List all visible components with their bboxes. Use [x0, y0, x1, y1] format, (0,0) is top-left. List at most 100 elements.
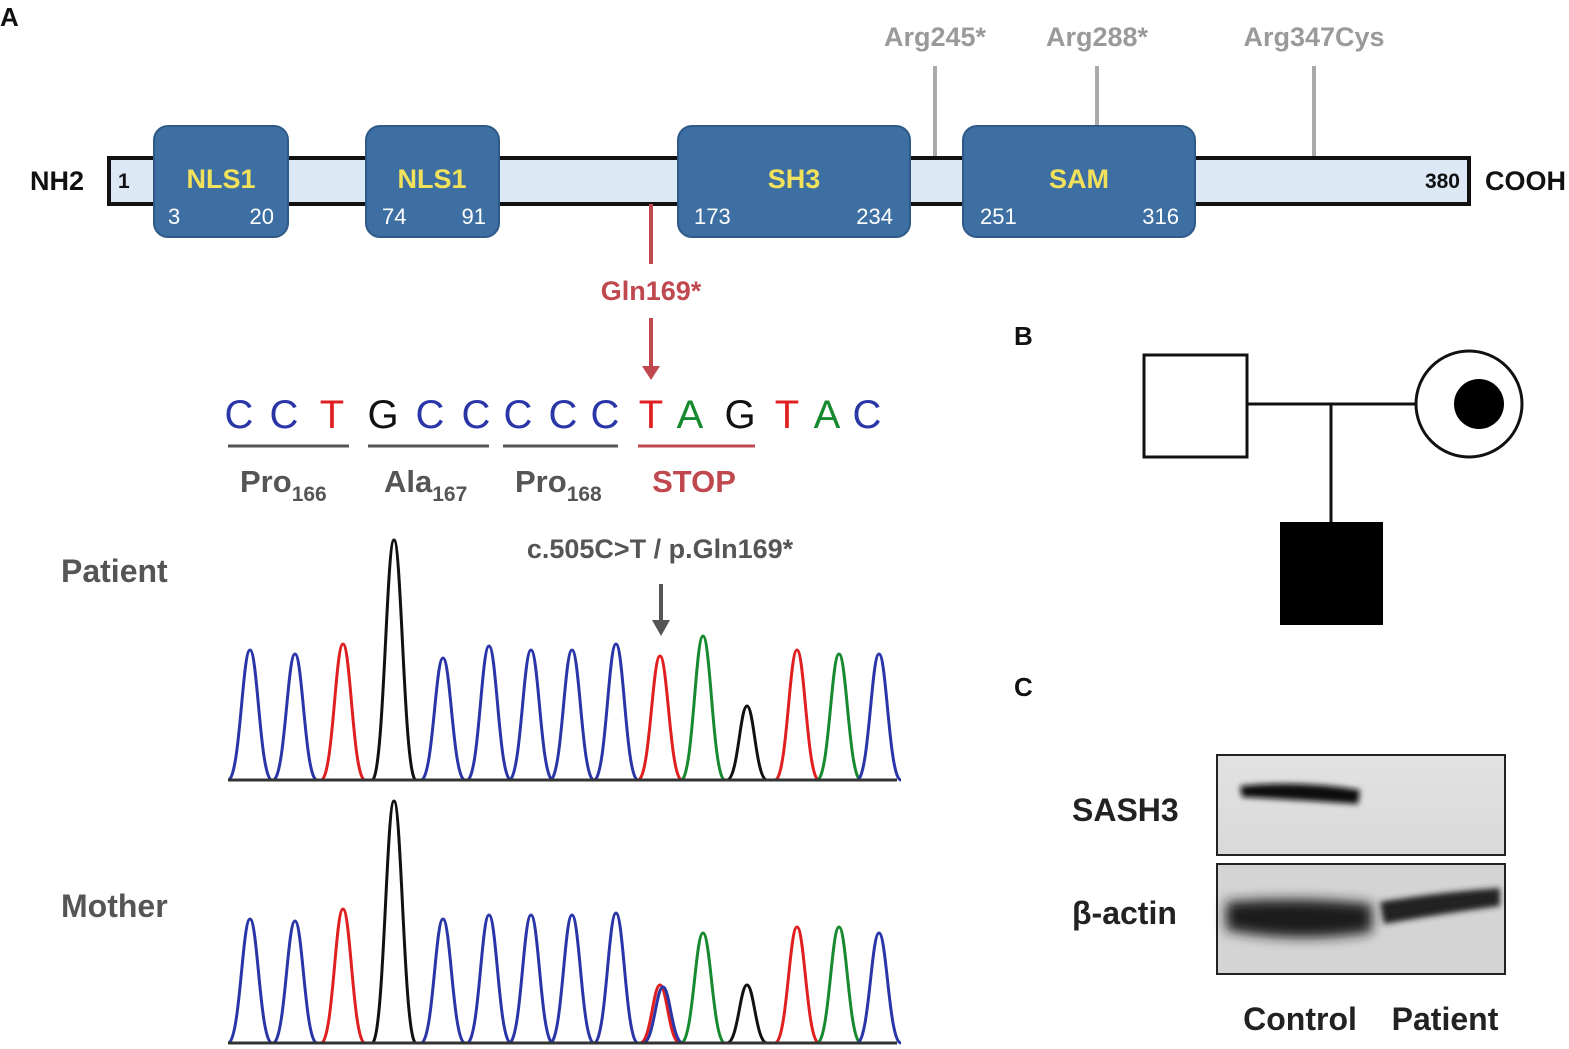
c-terminus-label: COOH: [1485, 166, 1566, 196]
patient-peak: [226, 648, 274, 782]
mother-peak: [548, 913, 596, 1045]
codon-label-pro168: Pro168: [515, 464, 602, 506]
band-sash3-control: [1240, 783, 1360, 804]
mother-chromatogram: [226, 799, 903, 1045]
blot-panel-sash3: [1216, 754, 1506, 856]
sequence-base: T: [320, 393, 344, 437]
mother-peak: [773, 925, 821, 1045]
patient-variant-label: Gln169*: [601, 276, 702, 306]
mother-peak: [639, 983, 681, 1045]
n-terminus-label: NH2: [30, 166, 84, 196]
domain-sam: SAM 251 316: [962, 125, 1196, 238]
blot-row-label-actin: β-actin: [1072, 895, 1177, 931]
patient-peak: [419, 656, 467, 782]
mother-peak: [271, 919, 319, 1045]
chromatogram-arrowhead: [652, 620, 670, 636]
mother-peak: [419, 917, 467, 1045]
patient-peak: [679, 634, 727, 782]
sequence-base: G: [367, 393, 398, 437]
mother-peak: [226, 917, 274, 1045]
variant-label-arg347cys: Arg347Cys: [1243, 22, 1384, 52]
sequence-base: C: [462, 393, 491, 437]
patient-peak: [773, 648, 821, 782]
band-actin-patient: [1380, 888, 1500, 924]
patient-variant-arrowhead: [642, 366, 660, 380]
domain-end: 20: [250, 204, 274, 229]
domain-nls1-b: NLS1 74 91: [365, 125, 500, 238]
western-blot: [1216, 754, 1506, 975]
sequence-base: T: [639, 393, 663, 437]
mother-peak: [507, 913, 555, 1045]
patient-peak: [370, 538, 418, 782]
carrier-dot: [1454, 379, 1504, 429]
mother-peak: [370, 799, 418, 1045]
variant-label-arg288: Arg288*: [1046, 22, 1149, 52]
domain-start: 74: [382, 204, 406, 229]
patient-peak: [592, 642, 640, 782]
domain-start: 251: [980, 204, 1017, 229]
patient-peak: [271, 652, 319, 782]
domain-start: 173: [694, 204, 731, 229]
sequence-base: C: [549, 393, 578, 437]
panel-label-c: C: [1014, 672, 1033, 702]
patient-peak: [815, 652, 863, 782]
patient-peak: [726, 704, 768, 782]
sequence-base: A: [677, 393, 704, 437]
mother-peak: [726, 983, 768, 1045]
pedigree: [1142, 349, 1524, 625]
patient-peak: [636, 654, 684, 782]
patient-peak: [507, 648, 555, 782]
codon-label-pro166: Pro166: [240, 464, 327, 506]
panel-label-a: A: [0, 2, 19, 32]
domain-end: 91: [462, 204, 486, 229]
codon-label-ala167: Ala167: [384, 464, 467, 506]
patient-peak: [855, 652, 903, 782]
variant-nomenclature-label: c.505C>T / p.Gln169*: [527, 534, 794, 564]
patient-peak: [319, 642, 367, 782]
band-actin-control: [1226, 899, 1372, 938]
father-symbol: [1142, 353, 1249, 459]
mother-peak: [855, 931, 903, 1045]
domain-name: SH3: [768, 164, 821, 194]
panel-label-b: B: [1014, 321, 1033, 351]
sequence-base: C: [591, 393, 620, 437]
domain-end: 234: [856, 204, 893, 229]
variant-label-arg245: Arg245*: [884, 22, 987, 52]
domain-nls1-a: NLS1 3 20: [153, 125, 289, 238]
sequence-base: G: [724, 393, 755, 437]
blot-lane-label-patient: Patient: [1392, 1001, 1499, 1037]
domain-end: 316: [1142, 204, 1179, 229]
sequence-base: T: [775, 393, 799, 437]
protein-end-number: 380: [1425, 170, 1460, 193]
sequence-base: C: [416, 393, 445, 437]
domain-name: NLS1: [186, 164, 255, 194]
known-variant-ticks: [933, 66, 1316, 158]
blot-lane-label-control: Control: [1243, 1001, 1357, 1037]
protein-start-number: 1: [118, 170, 130, 193]
sequence-base: A: [814, 393, 841, 437]
mother-peak: [679, 931, 727, 1045]
mother-peak: [319, 907, 367, 1045]
sequence-base: C: [504, 393, 533, 437]
codon-label-stop: STOP: [652, 464, 736, 499]
domain-name: SAM: [1049, 164, 1109, 194]
mother-peak: [592, 911, 640, 1045]
domain-sh3: SH3 173 234: [677, 125, 911, 238]
domain-start: 3: [168, 204, 180, 229]
sequence-base: C: [225, 393, 254, 437]
patient-trace-label: Patient: [61, 553, 168, 589]
patient-peak: [465, 644, 513, 782]
sequence-base: C: [270, 393, 299, 437]
sequence-base: C: [853, 393, 882, 437]
affected-son-symbol: [1280, 522, 1383, 625]
patient-chromatogram: [226, 538, 903, 782]
mother-peak: [465, 913, 513, 1045]
mother-trace-label: Mother: [61, 888, 168, 924]
mother-peak: [642, 985, 684, 1045]
domain-name: NLS1: [397, 164, 466, 194]
mother-peak: [815, 925, 863, 1045]
patient-peak: [548, 648, 596, 782]
blot-row-label-sash3: SASH3: [1072, 792, 1179, 828]
